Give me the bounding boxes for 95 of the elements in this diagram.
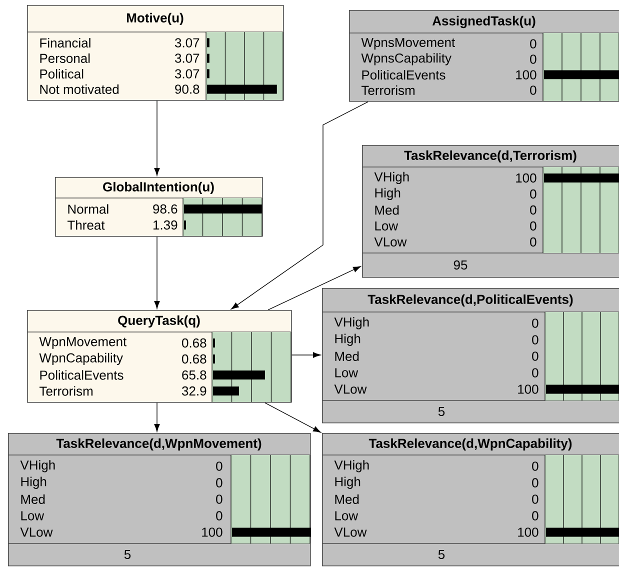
state-label: VLow bbox=[334, 384, 367, 394]
probability-value: 0 bbox=[530, 54, 536, 64]
probability-value: 0 bbox=[532, 462, 538, 471]
node-title: TaskRelevance(d,WpnCapability) bbox=[368, 438, 572, 451]
probability-value: 0 bbox=[216, 494, 222, 504]
state-label: Not motivated bbox=[40, 84, 119, 94]
probability-value: 32.9 bbox=[182, 386, 206, 396]
state-label: PoliticalEvents bbox=[362, 70, 446, 80]
arrow bbox=[154, 236, 160, 309]
probability-value: 0 bbox=[532, 352, 538, 361]
state-label: Med bbox=[21, 494, 45, 504]
state-label: VHigh bbox=[20, 460, 55, 472]
arrow bbox=[154, 402, 160, 432]
state-label: VLow bbox=[20, 528, 53, 537]
state-label: Low bbox=[335, 368, 358, 378]
belief-node bbox=[26, 5, 284, 101]
probability-value: 100 bbox=[516, 70, 536, 80]
expected-value: 95 bbox=[454, 260, 468, 270]
probability-value: 0 bbox=[216, 478, 222, 488]
probability-value: 1.39 bbox=[154, 220, 178, 230]
state-label: Med bbox=[335, 494, 359, 504]
probability-value: 0.68 bbox=[182, 338, 206, 348]
state-label: WpnsCapability bbox=[361, 53, 452, 66]
probability-value: 3.07 bbox=[175, 38, 200, 48]
probability-value: 0 bbox=[532, 335, 538, 344]
arrow bbox=[154, 100, 160, 176]
probability-value: 98.6 bbox=[153, 204, 178, 214]
belief-node bbox=[322, 288, 619, 424]
state-label: VHigh bbox=[334, 317, 369, 330]
node-title: GlobalIntention(u) bbox=[103, 182, 214, 194]
probability-value: 0 bbox=[530, 205, 536, 215]
node-title: QueryTask(q) bbox=[118, 315, 200, 328]
node-title: TaskRelevance(d,PoliticalEvents) bbox=[368, 294, 573, 307]
state-label: Low bbox=[21, 511, 44, 520]
probability-value: 0 bbox=[530, 221, 536, 231]
belief-node bbox=[322, 433, 619, 566]
probability-value: 0 bbox=[532, 494, 538, 504]
state-label: WpnCapability bbox=[39, 352, 123, 366]
state-label: Terrorism bbox=[362, 85, 415, 95]
state-label: Normal bbox=[68, 204, 108, 214]
state-label: High bbox=[335, 334, 360, 346]
state-label: Financial bbox=[40, 38, 90, 48]
probability-value: 0 bbox=[530, 189, 536, 199]
state-label: WpnsMovement bbox=[361, 38, 455, 50]
belief-node bbox=[348, 10, 619, 102]
node-title: TaskRelevance(d,Terrorism) bbox=[404, 150, 576, 163]
state-label: VLow bbox=[374, 237, 407, 247]
state-label: Low bbox=[335, 511, 358, 520]
state-label: VHigh bbox=[334, 460, 369, 472]
node-title: TaskRelevance(d,WpnMovement) bbox=[56, 438, 262, 451]
probability-value: 0 bbox=[532, 511, 538, 520]
probability-value: 3.07 bbox=[175, 54, 200, 63]
arrow bbox=[230, 101, 368, 310]
probability-value: 100 bbox=[516, 173, 536, 183]
state-label: Personal bbox=[40, 53, 90, 63]
belief-node bbox=[26, 310, 292, 403]
state-label: Med bbox=[335, 351, 359, 361]
expected-value: 5 bbox=[438, 406, 445, 416]
state-label: Terrorism bbox=[40, 386, 93, 396]
belief-node bbox=[54, 177, 263, 237]
probability-value: 0 bbox=[530, 39, 536, 48]
belief-node bbox=[362, 145, 619, 278]
state-label: WpnMovement bbox=[39, 337, 127, 349]
probability-value: 100 bbox=[518, 528, 538, 537]
probability-value: 0 bbox=[532, 368, 538, 378]
probability-value: 0 bbox=[532, 318, 538, 328]
probability-value: 0 bbox=[530, 86, 536, 95]
expected-value: 5 bbox=[438, 550, 445, 560]
state-label: PoliticalEvents bbox=[40, 370, 124, 380]
belief-node bbox=[8, 433, 311, 566]
arrow bbox=[268, 266, 361, 310]
probability-value: 0 bbox=[216, 511, 222, 520]
probability-value: 0 bbox=[216, 462, 222, 471]
state-label: High bbox=[21, 476, 46, 489]
expected-value: 5 bbox=[124, 550, 131, 560]
arrow bbox=[291, 352, 321, 358]
probability-value: 3.07 bbox=[175, 69, 200, 78]
probability-value: 0.68 bbox=[182, 354, 206, 364]
arrow bbox=[264, 402, 321, 433]
state-label: Med bbox=[375, 205, 399, 215]
state-label: Political bbox=[40, 69, 84, 79]
state-label: Low bbox=[375, 221, 398, 231]
probability-value: 0 bbox=[530, 237, 536, 247]
state-label: VLow bbox=[334, 528, 367, 537]
probability-value: 65.8 bbox=[182, 370, 206, 380]
probability-value: 100 bbox=[518, 384, 538, 394]
node-title: AssignedTask(u) bbox=[432, 16, 536, 28]
node-title: Motive(u) bbox=[126, 12, 184, 26]
probability-value: 90.8 bbox=[175, 84, 200, 94]
state-label: Threat bbox=[68, 220, 105, 230]
state-label: High bbox=[335, 476, 360, 489]
state-label: High bbox=[375, 188, 400, 200]
state-label: VHigh bbox=[374, 172, 409, 184]
probability-value: 100 bbox=[202, 528, 222, 537]
probability-value: 0 bbox=[532, 478, 538, 488]
